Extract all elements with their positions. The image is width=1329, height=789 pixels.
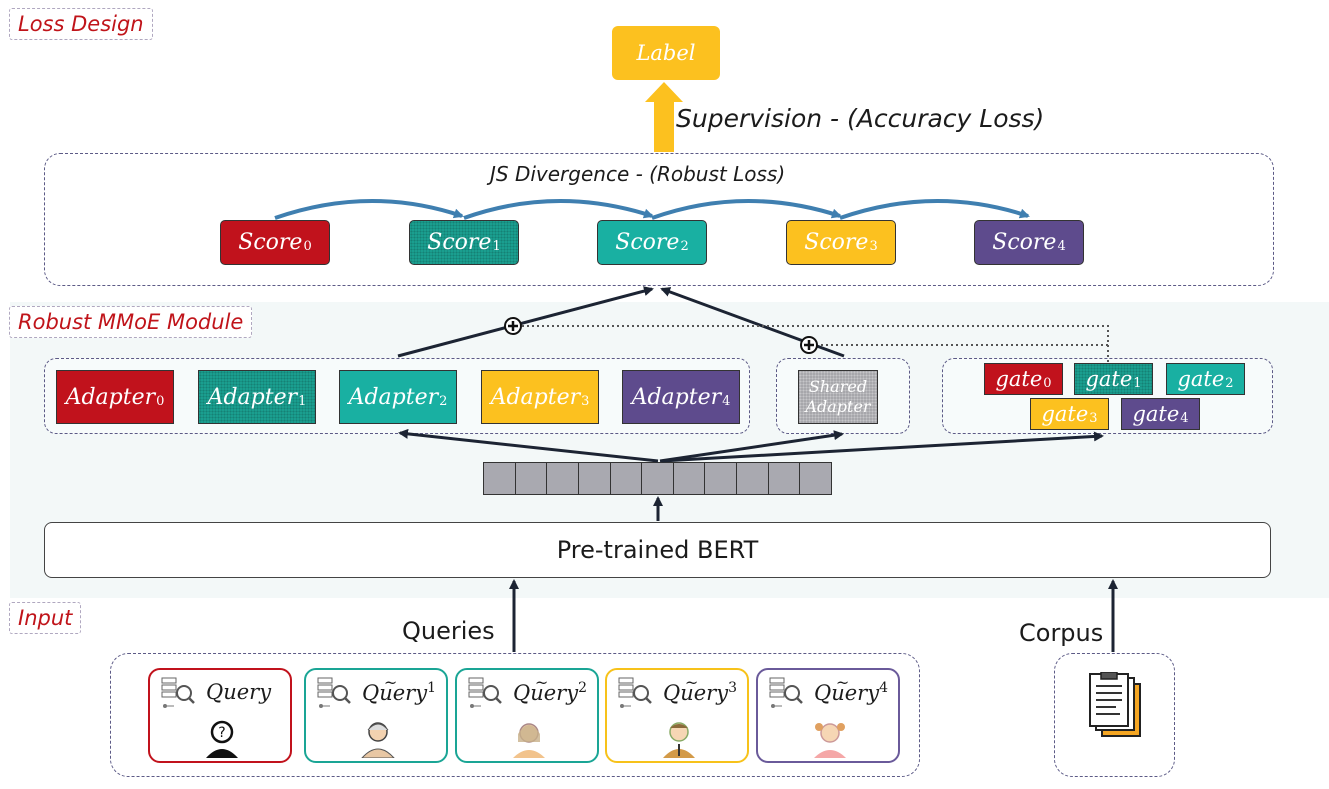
database-search-icon [468, 677, 502, 708]
embedding-cell [704, 462, 738, 495]
supervision-text: Supervision - (Accuracy Loss) [676, 104, 1045, 133]
robust-mmoe-label: Robust MMoE Module [9, 306, 253, 338]
embedding-cell [641, 462, 674, 495]
query-label: Query~1 [362, 673, 436, 705]
query-label: Query~3 [663, 673, 737, 705]
embedding-vector [483, 462, 833, 495]
query-card-4: Query~4 [756, 668, 900, 763]
embedding-cell [609, 462, 643, 495]
svg-text:?: ? [218, 725, 225, 741]
query-label: Query~2 [513, 673, 587, 705]
database-search-icon [161, 677, 195, 708]
query-label: Query [206, 680, 272, 704]
embedding-cell [736, 462, 769, 495]
queries-label: Queries [402, 617, 495, 645]
embedding-cell [483, 462, 516, 495]
input-label: Input [9, 602, 82, 634]
girl-icon [814, 723, 846, 758]
bert-label: Pre-trained BERT [556, 536, 759, 564]
query-card-2: Query~2 [455, 668, 599, 763]
database-search-icon [618, 677, 652, 708]
database-search-icon [317, 677, 351, 708]
query-card-1: Query~1 [304, 668, 448, 763]
embedding-cell [546, 462, 579, 495]
embedding-cell [514, 462, 548, 495]
embedding-cell [577, 462, 611, 495]
js-divergence-text: JS Divergence - (Robust Loss) [490, 162, 786, 186]
embedding-cell [767, 462, 801, 495]
query-card-0: Query? [148, 668, 292, 763]
elderly-person-icon [361, 722, 395, 758]
label-box: Label [612, 26, 720, 80]
documents-icon [1086, 672, 1146, 744]
businessman-icon [663, 722, 695, 758]
query-label: Query~4 [814, 673, 888, 705]
woman-icon [513, 723, 545, 758]
query-card-3: Query~3 [605, 668, 749, 763]
loss-design-label: Loss Design [9, 8, 153, 40]
embedding-cell [672, 462, 706, 495]
database-search-icon [769, 677, 803, 708]
bert-box: Pre-trained BERT [44, 522, 1271, 578]
embedding-cell [799, 462, 833, 495]
corpus-label: Corpus [1019, 619, 1104, 647]
question-person-icon: ? [206, 720, 238, 758]
